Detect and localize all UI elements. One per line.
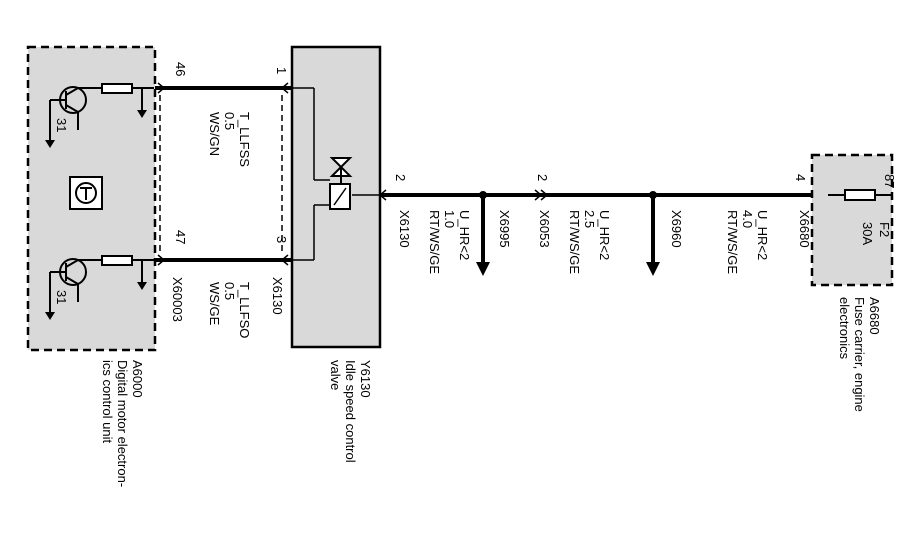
ecu-component: 31 31 46 47 X60003: [26, 45, 188, 487]
wire-t-llfso-signal: T_LLFSO: [237, 282, 252, 338]
valve-symbol-icon: [329, 157, 353, 184]
fuse-carrier-name-line1: Fuse carrier, engine: [852, 297, 867, 412]
ecu-ground-top-label: 31: [54, 118, 69, 132]
ecu-name-line2: ics control unit: [100, 360, 115, 443]
wire-5-color: RT/WS/GE: [725, 210, 740, 274]
wire-4-color: RT/WS/GE: [567, 210, 582, 274]
wires-ecu-valve: [155, 82, 292, 266]
splice-x6960: [646, 191, 660, 276]
fuse-icon: [844, 189, 876, 201]
wire-t-llfss-size: 0.5: [222, 112, 237, 130]
fuse-housing: [810, 153, 894, 287]
fuse-rating: 30A: [860, 222, 875, 245]
wire-4-signal: U_HR<2: [597, 210, 612, 260]
valve-pin-1: 1: [274, 67, 289, 74]
wire-5-size: 4.0: [740, 210, 755, 228]
pin-fuse-4: 4: [793, 174, 808, 181]
ecu-pin-47: 47: [173, 230, 188, 244]
ecu-id: A6000: [130, 360, 145, 398]
splice-x6960-label: X6960: [669, 210, 684, 248]
pin-x6053-2: 2: [535, 174, 550, 181]
wire-t-llfso-color: WS/GE: [207, 282, 222, 326]
ecu-name-line1: Digital motor electron-: [115, 360, 130, 487]
valve-connector-label: X6130: [270, 277, 285, 315]
wire-x6680-connector: X6680: [797, 210, 812, 248]
pin-valve-2: 2: [393, 174, 408, 181]
wire-3-color: RT/WS/GE: [427, 210, 442, 274]
wire-t-llfso-size: 0.5: [222, 282, 237, 300]
splice-x6995-label: X6995: [497, 210, 512, 248]
wire-x6053-connector: X6053: [537, 210, 552, 248]
ecu-connector-label: X60003: [170, 277, 185, 322]
transistor-top-icon: [49, 83, 154, 140]
wire-3-signal: U_HR<2: [457, 210, 472, 260]
valve-id: Y6130: [358, 360, 373, 398]
fuse-component: 87 F2 30A A6680 Fuse carrier, engine ele…: [810, 153, 897, 412]
valve-pin-3: 3: [274, 236, 289, 243]
wire-t-llfss-color: WS/GN: [207, 112, 222, 156]
fuse-carrier-id: A6680: [867, 297, 882, 335]
valve-component: 1 3 X6130 Y6130 Idle speed control valve: [270, 45, 382, 463]
ecu-arrow-bottom-icon: [137, 282, 147, 290]
ecu-arrow-top-icon: [137, 110, 147, 118]
valve-name-line2: valve: [328, 360, 343, 390]
fuse-name: F2: [877, 222, 892, 237]
ecu-chip-icon: [69, 176, 103, 210]
transistor-bottom-icon: [49, 255, 154, 312]
splice-x6995: [476, 191, 490, 276]
wire-3-size: 1.0: [442, 210, 457, 228]
wire-5-signal: U_HR<2: [755, 210, 770, 260]
ecu-ground-bottom-label: 31: [54, 290, 69, 304]
ecu-pin-46: 46: [173, 62, 188, 76]
fuse-pin-87: 87: [882, 174, 897, 188]
wire-t-llfss-signal: T_LLFSS: [237, 112, 252, 167]
fuse-carrier-name-line2: electronics: [837, 297, 852, 360]
valve-name-line1: Idle speed control: [343, 360, 358, 463]
power-line: [378, 189, 830, 201]
ground-top-icon: [45, 140, 55, 148]
wire-x6130-connector: X6130: [397, 210, 412, 248]
wire-4-size: 2.5: [582, 210, 597, 228]
ground-bottom-icon: [45, 312, 55, 320]
